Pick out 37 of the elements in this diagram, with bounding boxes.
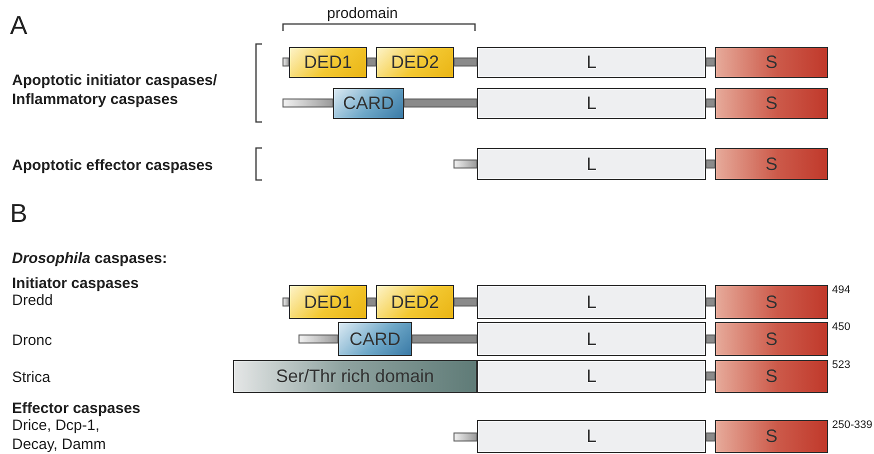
large-subunit: L xyxy=(477,47,706,78)
large-subunit: L xyxy=(477,360,706,393)
large-subunit: L xyxy=(477,420,706,453)
small-subunit: S xyxy=(715,47,828,78)
caspase-name: Dronc xyxy=(12,331,54,350)
length-label: 250-339 xyxy=(832,419,874,432)
small-subunit: S xyxy=(715,360,828,393)
large-subunit: L xyxy=(477,88,706,119)
panel-letter: B xyxy=(10,198,28,228)
length-label: 450 xyxy=(832,321,852,334)
small-subunit: S xyxy=(715,148,828,180)
death-effector-domain: DED1 xyxy=(289,47,367,78)
prodomain-label: prodomain xyxy=(327,4,399,23)
small-subunit: S xyxy=(715,285,828,319)
serine-threonine-domain: Ser/Thr rich domain xyxy=(233,360,477,393)
small-subunit: S xyxy=(715,88,828,119)
heading: Drosophila caspases: xyxy=(12,249,168,268)
card-domain: CARD xyxy=(333,88,404,119)
death-effector-domain: DED1 xyxy=(289,285,367,319)
small-subunit: S xyxy=(715,420,828,453)
length-label: 523 xyxy=(832,359,852,372)
card-domain: CARD xyxy=(338,322,412,356)
large-subunit: L xyxy=(477,322,706,356)
group-label: Effector caspases xyxy=(12,399,142,418)
length-label: 494 xyxy=(832,284,852,297)
death-effector-domain: DED2 xyxy=(376,47,454,78)
panel-letter: A xyxy=(10,10,28,40)
caspase-name: Dredd xyxy=(12,291,54,310)
group-label: Apoptotic effector caspases xyxy=(12,156,214,175)
group-label: Initiator caspases xyxy=(12,274,140,293)
large-subunit: L xyxy=(477,148,706,180)
death-effector-domain: DED2 xyxy=(376,285,454,319)
large-subunit: L xyxy=(477,285,706,319)
group-label: Apoptotic initiator caspases/ Inflammatory caspases xyxy=(12,71,218,109)
small-subunit: S xyxy=(715,322,828,356)
caspase-name: Drice, Dcp-1, Decay, Damm xyxy=(12,416,107,454)
caspase-name: Strica xyxy=(12,368,52,387)
